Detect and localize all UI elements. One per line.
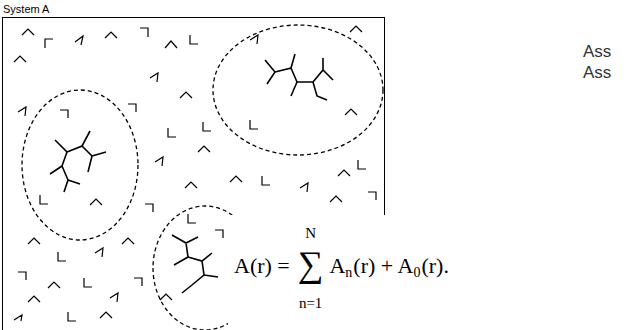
- monomers: [14, 26, 376, 321]
- sum-symbol: ∑: [298, 244, 324, 285]
- system-label: System A: [3, 3, 49, 16]
- cluster-outline: [22, 90, 138, 240]
- sum-lower-limit: n=1: [299, 295, 322, 312]
- side-text: Ass: [583, 63, 611, 83]
- formula-text: (r).: [421, 253, 448, 278]
- branched-polymer: [50, 131, 106, 192]
- branched-polymer: [172, 235, 218, 293]
- formula-text: (r) + A: [353, 253, 413, 278]
- branched-polymer: [265, 54, 333, 100]
- formula-text: A: [329, 253, 345, 278]
- formula-text: A(r) =: [234, 253, 290, 278]
- sum-upper-limit: N: [305, 225, 316, 242]
- formula-panel: A(r) = N ∑ n=1 An(r) + A0(r).: [228, 215, 638, 330]
- subscript: 0: [413, 265, 420, 281]
- side-text: Ass: [583, 42, 611, 62]
- cluster-outline: [213, 25, 383, 155]
- subscript: n: [345, 265, 352, 281]
